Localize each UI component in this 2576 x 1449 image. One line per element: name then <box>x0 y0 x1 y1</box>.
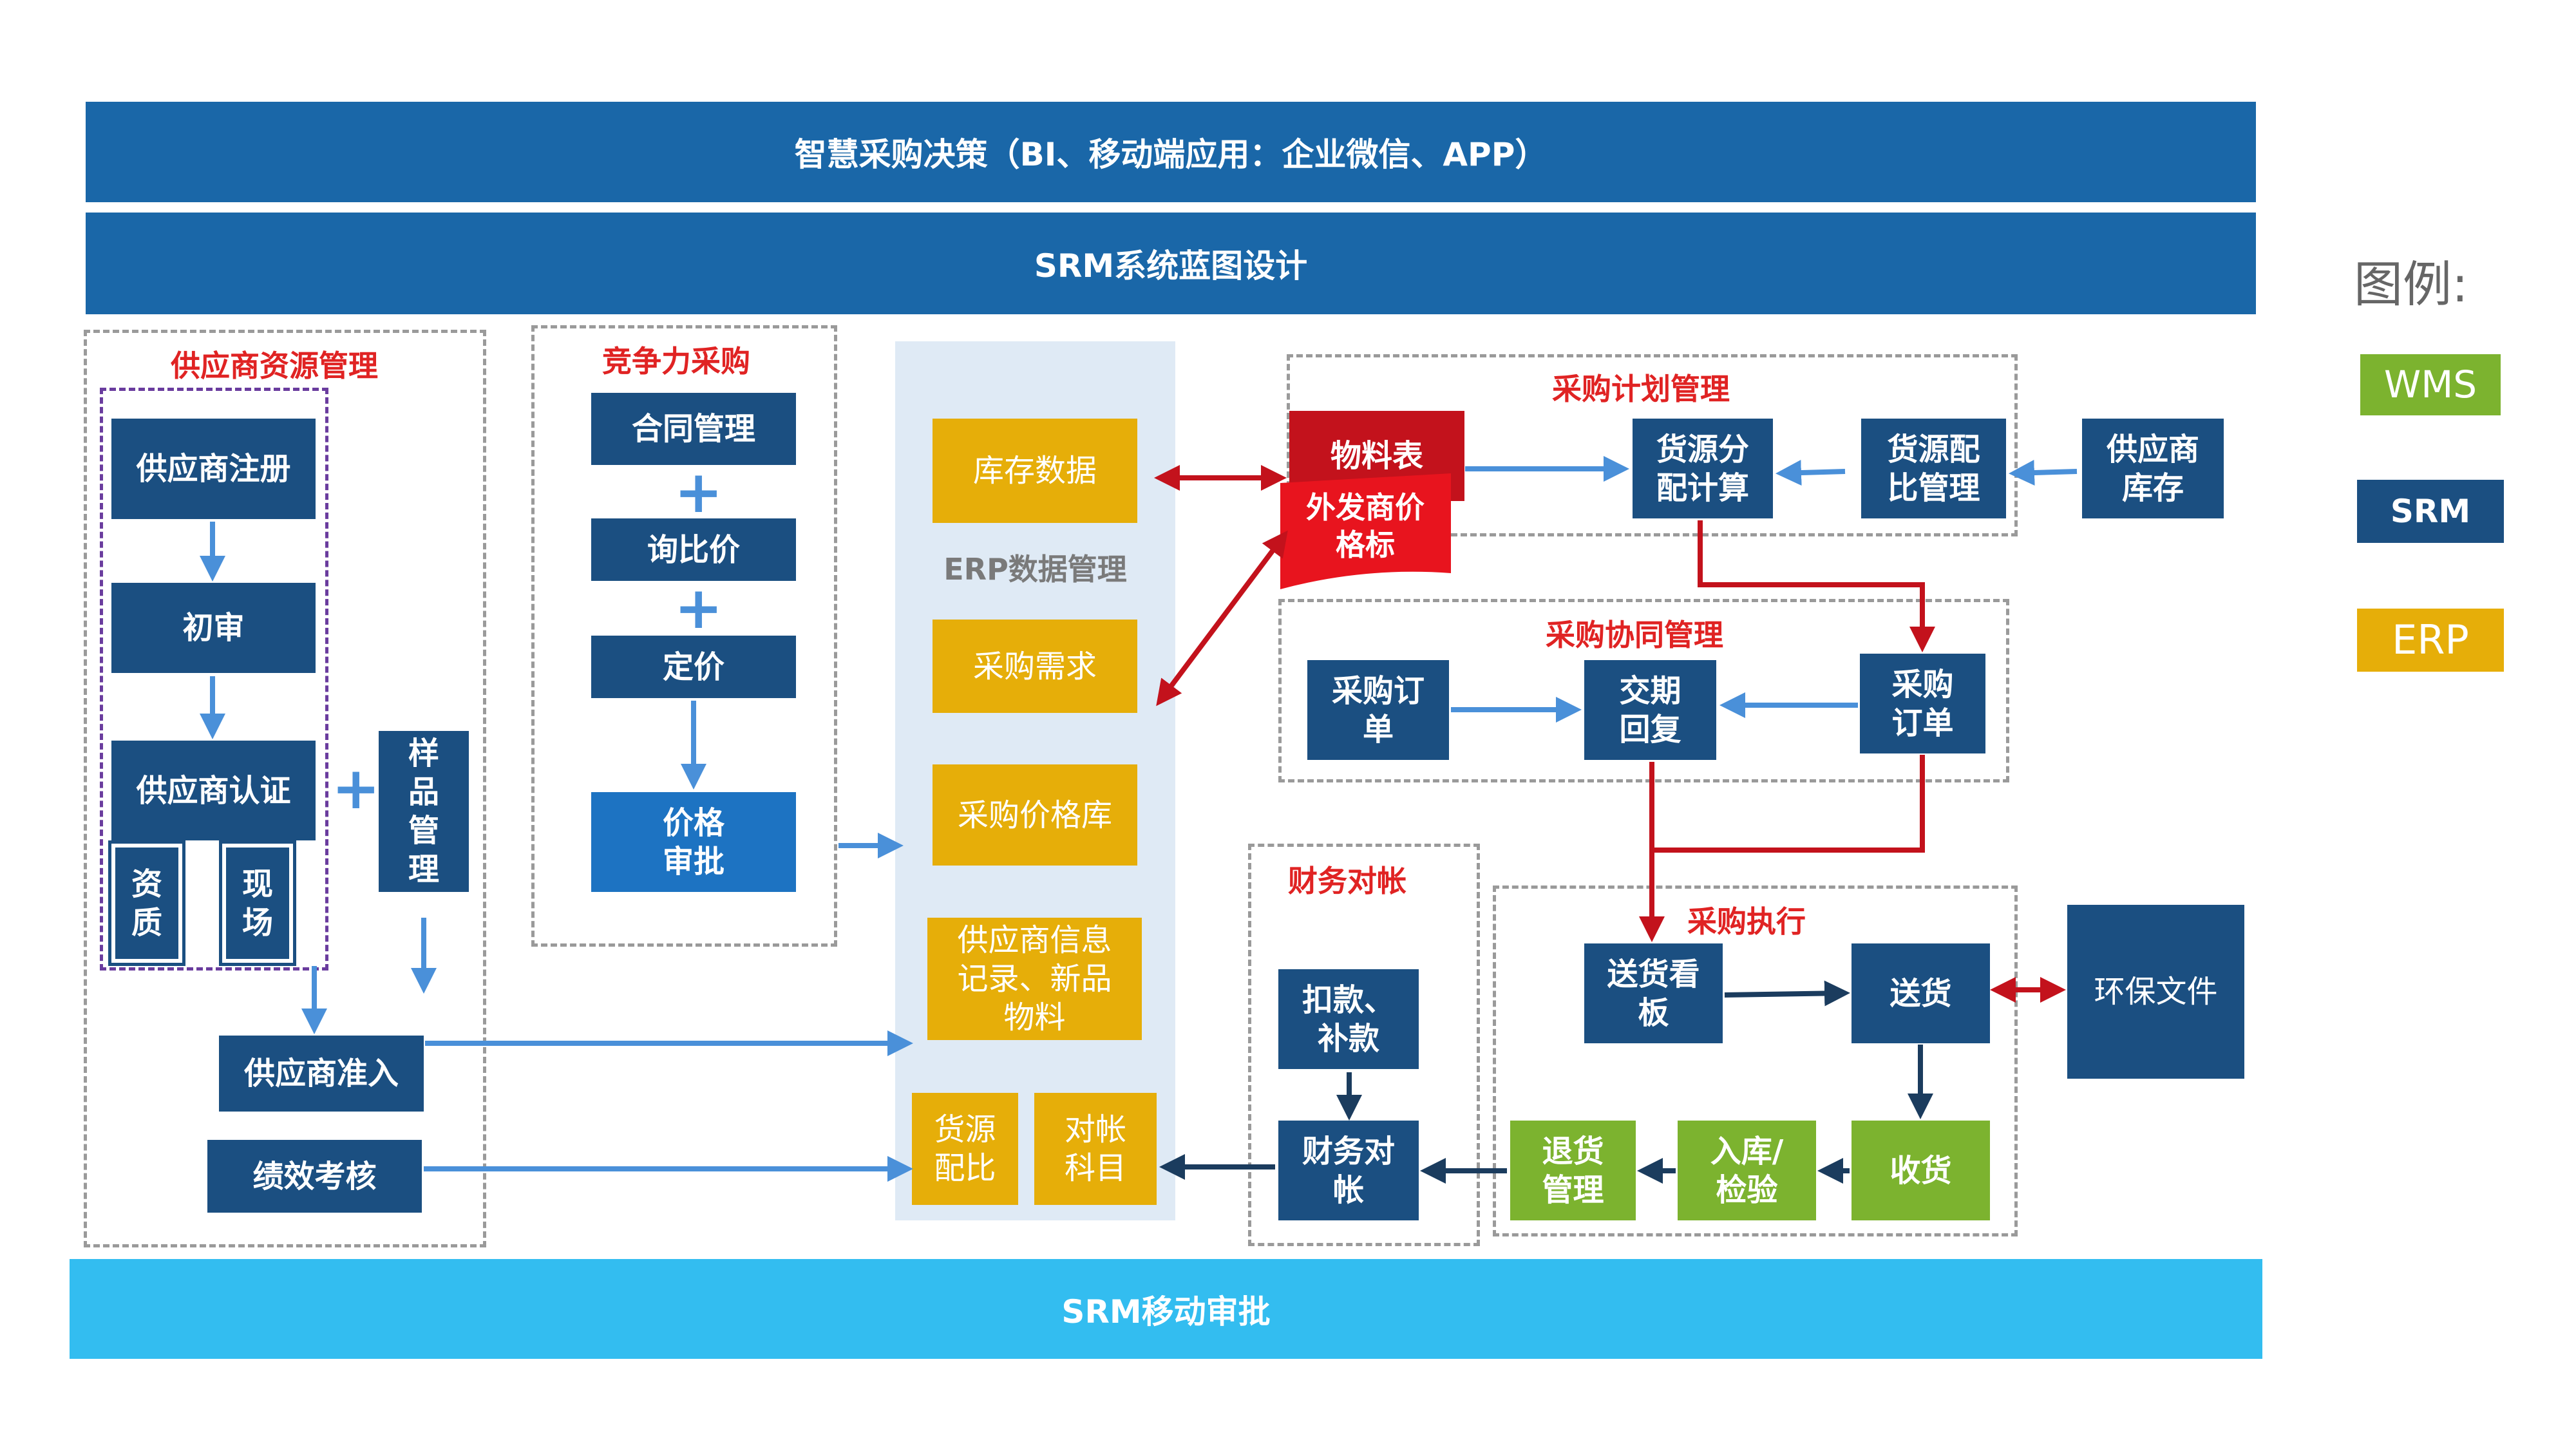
legend-wms: WMS <box>2360 354 2501 415</box>
arrow-po-right-to-kanban <box>1652 755 1925 853</box>
plus-icon: + <box>332 755 381 822</box>
external-price-label[interactable]: 外发商价 格标 <box>1306 490 1425 562</box>
inventory-data-box[interactable]: 库存数据 <box>933 419 1137 523</box>
purchase-order-left-box[interactable]: 采购订 单 <box>1307 660 1449 760</box>
environmental-docs-box[interactable]: 环保文件 <box>2067 905 2244 1079</box>
supplier-resource-group <box>84 330 486 1247</box>
competitive-procurement-group <box>531 325 837 947</box>
plus-icon: + <box>674 459 723 526</box>
legend-title: 图例: <box>2354 256 2468 313</box>
receipt-box[interactable]: 收货 <box>1852 1121 1990 1220</box>
finance-reconcile-group <box>1248 844 1480 1246</box>
financial-reconcile-box[interactable]: 财务对 帐 <box>1278 1121 1419 1220</box>
delivery-date-reply-box[interactable]: 交期 回复 <box>1584 660 1716 760</box>
onsite-box[interactable]: 现 场 <box>219 840 296 966</box>
contract-management-box[interactable]: 合同管理 <box>591 393 796 465</box>
supplier-resource-title: 供应商资源管理 <box>171 348 378 383</box>
procurement-execution-title: 采购执行 <box>1687 904 1806 939</box>
supplier-onboarding-subgroup <box>100 388 328 971</box>
sample-management-box[interactable]: 样 品 管 理 <box>379 731 469 892</box>
top-decision-band: 智慧采购决策（BI、移动端应用：企业微信、APP） <box>86 102 2256 202</box>
purchase-order-right-box[interactable]: 采购 订单 <box>1860 654 1985 753</box>
legend-erp: ERP <box>2357 609 2504 672</box>
competitive-procurement-title: 竞争力采购 <box>602 344 750 379</box>
arrow-kanban-to-delivery <box>1724 980 1850 1007</box>
blueprint-band: SRM系统蓝图设计 <box>86 213 2256 314</box>
arrow-ratio-to-calc <box>1776 460 1846 486</box>
external-price-shape <box>1280 473 1451 589</box>
source-ratio-erp-box[interactable]: 货源 配比 <box>912 1093 1018 1205</box>
delivery-box[interactable]: 送货 <box>1852 943 1990 1043</box>
performance-review-box[interactable]: 绩效考核 <box>207 1140 422 1213</box>
supplier-info-box[interactable]: 供应商信息 记录、新品 物料 <box>927 918 1142 1040</box>
mobile-approval-band: SRM移动审批 <box>70 1259 2262 1359</box>
first-review-box[interactable]: 初审 <box>111 583 316 673</box>
procurement-plan-group <box>1287 354 2018 536</box>
pricing-box[interactable]: 定价 <box>591 636 796 698</box>
procurement-plan-title: 采购计划管理 <box>1552 372 1730 406</box>
procurement-execution-group <box>1493 886 2018 1236</box>
erp-data-title: ERP数据管理 <box>943 552 1127 587</box>
finance-reconcile-title: 财务对帐 <box>1288 864 1406 898</box>
arrow-demand-externalprice <box>1156 530 1288 706</box>
source-allocation-calc-box[interactable]: 货源分 配计算 <box>1633 419 1773 518</box>
price-approval-box[interactable]: 价格 审批 <box>591 792 796 892</box>
inquiry-compare-box[interactable]: 询比价 <box>591 518 796 581</box>
supplier-certify-box[interactable]: 供应商认证 <box>111 741 316 840</box>
source-ratio-mgmt-box[interactable]: 货源配 比管理 <box>1861 419 2006 518</box>
arrow-calc-to-po <box>1698 520 1935 652</box>
purchase-demand-box[interactable]: 采购需求 <box>933 620 1137 713</box>
supplier-admission-box[interactable]: 供应商准入 <box>219 1036 424 1112</box>
plus-icon: + <box>674 574 723 642</box>
return-management-box[interactable]: 退货 管理 <box>1510 1121 1636 1220</box>
supplier-register-box[interactable]: 供应商注册 <box>111 419 316 519</box>
price-library-box[interactable]: 采购价格库 <box>933 764 1137 866</box>
account-subject-box[interactable]: 对帐 科目 <box>1034 1093 1157 1205</box>
deduction-box[interactable]: 扣款、 补款 <box>1278 969 1419 1069</box>
arrow-stock-to-ratio <box>2009 460 2078 486</box>
legend-srm: SRM <box>2357 480 2504 543</box>
qualification-box[interactable]: 资 质 <box>108 840 185 966</box>
stock-in-inspection-box[interactable]: 入库/ 检验 <box>1678 1121 1816 1220</box>
procurement-collab-title: 采购协同管理 <box>1546 618 1723 652</box>
supplier-stock-box[interactable]: 供应商 库存 <box>2082 419 2224 518</box>
delivery-kanban-box[interactable]: 送货看 板 <box>1584 943 1723 1043</box>
